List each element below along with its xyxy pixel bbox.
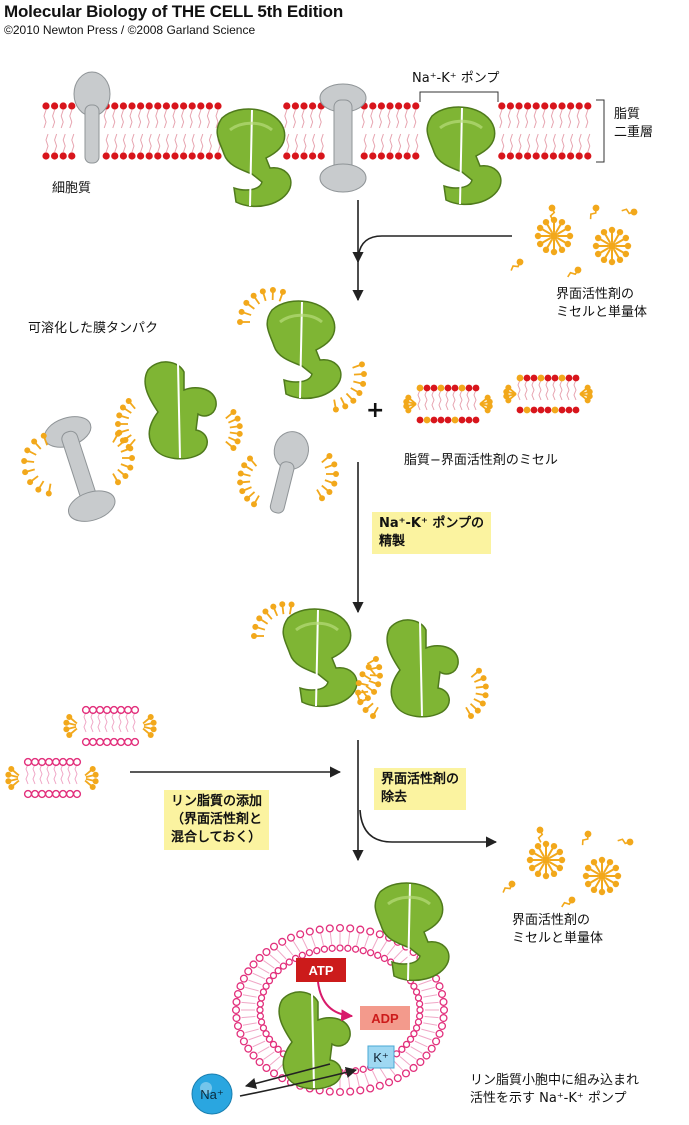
purified-pump-1 <box>281 607 359 708</box>
cytoplasm-label: 細胞質 <box>52 181 92 196</box>
book-title: Molecular Biology of THE CELL 5th Editio… <box>4 2 344 21</box>
detergent-monomer <box>589 204 600 220</box>
lipid-bilayer-label: 脂質 二重層 <box>614 107 654 140</box>
reconstituted-pump-label: リン脂質小胞中に組み込まれ 活性を示す Na⁺-K⁺ ポンプ <box>470 1073 640 1106</box>
liposome-pump-1 <box>373 881 451 982</box>
plus-sign: + <box>366 398 385 423</box>
detergent-monomer <box>502 880 516 893</box>
add-phospholipid-box: リン脂質の添加 （界面活性剤と 混合しておく） <box>164 790 270 850</box>
membrane-protein-gray-1 <box>73 71 111 164</box>
detergent-monomer <box>510 258 524 271</box>
solubilized-gray-protein-2 <box>269 431 309 514</box>
atp-to-adp-arrow <box>317 981 354 1022</box>
detergent-micelle <box>526 840 566 880</box>
detergent-micelles-top <box>510 204 638 278</box>
solubilized-pump-1 <box>265 299 343 400</box>
mixed-micelle <box>63 705 157 747</box>
na-k-pump-membrane-1 <box>215 107 293 208</box>
remove-detergent-box: 界面活性剤の 除去 <box>374 768 467 810</box>
na-out-arrow <box>244 1063 331 1089</box>
detergent-monomer <box>581 830 592 846</box>
copyright-credit: ©2010 Newton Press / ©2008 Garland Scien… <box>4 23 256 37</box>
solubilized-gray-protein-1 <box>43 416 116 522</box>
detergent-monomer <box>567 266 582 278</box>
detergent-coat <box>21 287 367 508</box>
svg-text:K⁺: K⁺ <box>373 1050 389 1065</box>
detergent-micelles-bottom <box>502 826 634 908</box>
detergent-monomer <box>536 826 544 843</box>
adp-badge: ADP <box>360 1006 410 1030</box>
detergent-monomer <box>617 838 634 846</box>
detergent-monomer <box>621 208 638 216</box>
detergent-monomer <box>561 896 576 908</box>
k-ion-badge: K⁺ <box>367 1045 395 1069</box>
lipid-detergent-micelle <box>403 384 493 424</box>
svg-text:ATP: ATP <box>308 963 333 978</box>
detergent-micelle <box>592 226 632 266</box>
lipid-detergent-micelle <box>503 374 593 414</box>
membrane-protein-gray-2 <box>319 83 367 193</box>
lipid-detergent-micelles <box>403 374 593 424</box>
lipid-detergent-label: 脂質−界面活性剤のミセル <box>404 453 558 468</box>
purified-pumps <box>251 601 489 719</box>
svg-text:ADP: ADP <box>371 1011 399 1026</box>
purified-detergent-coat <box>251 601 489 719</box>
lipid-bilayer <box>42 102 592 160</box>
detergent-micelle <box>534 216 574 256</box>
purification-step-box: Na⁺-K⁺ ポンプの 精製 <box>372 512 491 554</box>
na-ion-badge: Na⁺ <box>191 1073 233 1115</box>
svg-text:Na⁺: Na⁺ <box>200 1087 223 1102</box>
detergent-micelle <box>582 856 622 896</box>
phospholipid-mixed-micelles <box>5 705 157 799</box>
atp-badge: ATP <box>296 958 346 982</box>
solubilized-pump-2 <box>144 360 218 460</box>
solubilized-protein-label: 可溶化した膜タンパク <box>28 321 159 336</box>
detergent-micelles-label-1: 界面活性剤の ミセルと単量体 <box>556 287 648 320</box>
purified-pump-2 <box>386 618 460 718</box>
detergent-monomer <box>548 204 556 221</box>
na-k-pump-membrane-2 <box>425 105 503 206</box>
k-in-arrow <box>239 1067 358 1097</box>
mixed-micelle <box>5 757 99 799</box>
pump-label-top: Na⁺-K⁺ ポンプ <box>412 71 500 86</box>
solubilized-proteins <box>21 287 367 522</box>
detergent-micelles-label-2: 界面活性剤の ミセルと単量体 <box>512 913 604 946</box>
